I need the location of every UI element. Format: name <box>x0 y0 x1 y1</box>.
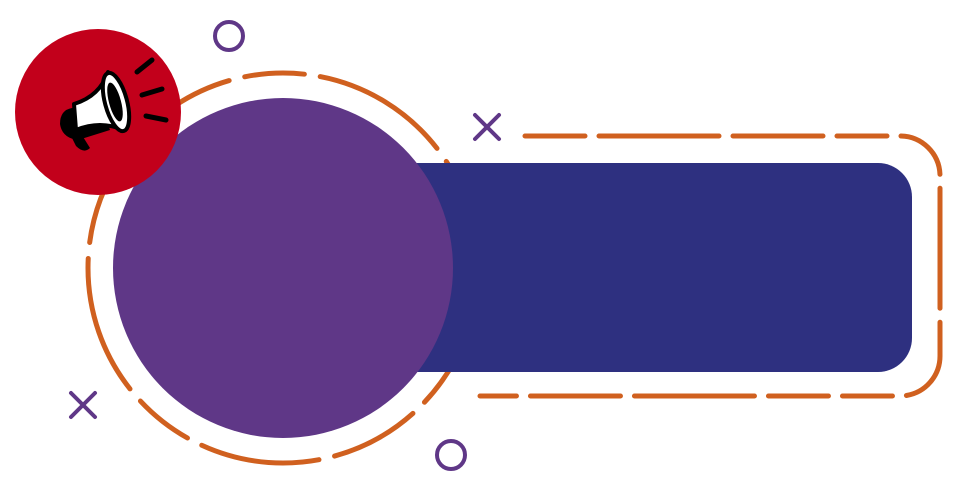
ring-icon <box>213 20 245 52</box>
x-mark-icon <box>69 391 97 419</box>
x-mark-icon <box>473 113 501 141</box>
title-banner-bar <box>380 163 912 372</box>
megaphone-icon <box>60 57 169 151</box>
ring-icon <box>435 439 467 471</box>
dashed-frame-decoration <box>477 133 943 399</box>
purple-circle <box>113 98 453 438</box>
